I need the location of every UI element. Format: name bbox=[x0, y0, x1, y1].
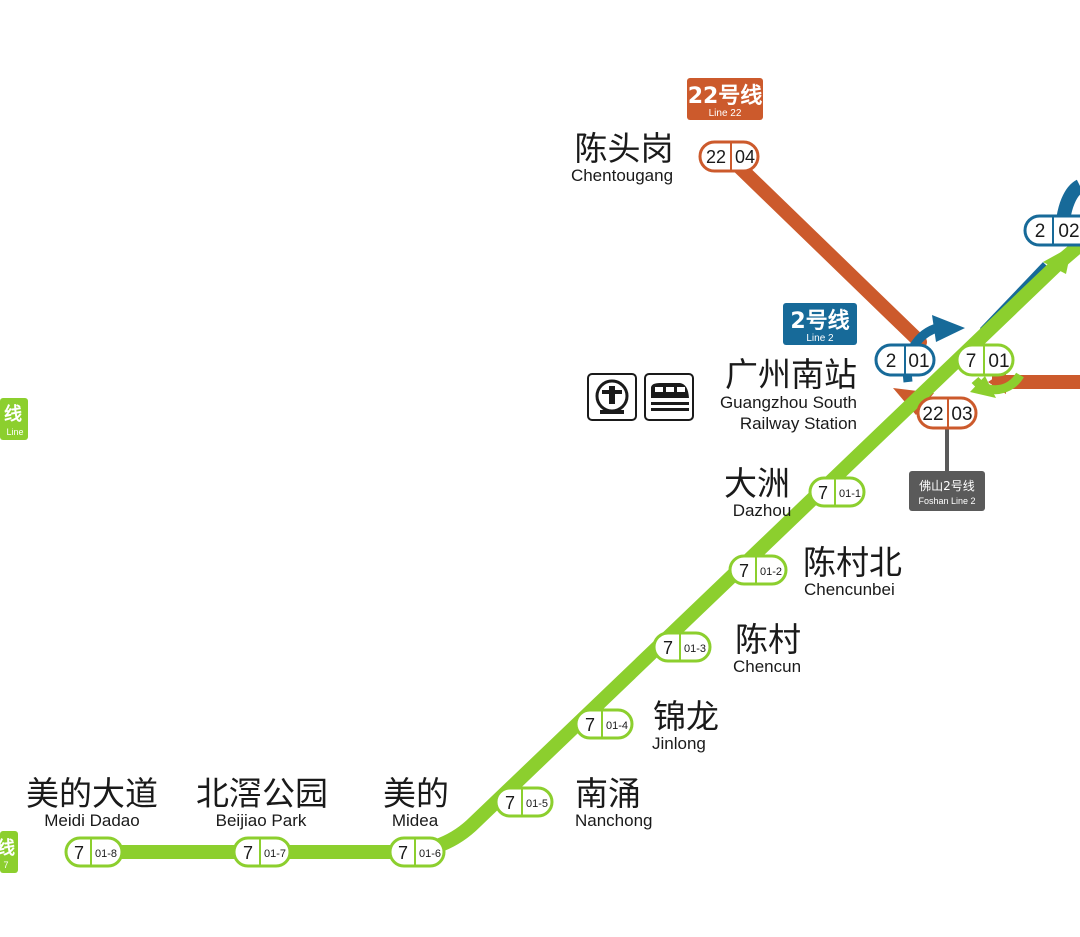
station-code-number: 02 bbox=[1058, 221, 1079, 242]
station-name-zh: 南涌 bbox=[575, 774, 641, 813]
line-7-arrow-left bbox=[970, 376, 996, 398]
station-name-en: Dazhou bbox=[733, 501, 792, 520]
station-label-dazhou[interactable]: 大洲 Dazhou bbox=[724, 464, 791, 520]
station-code-line: 7 bbox=[663, 638, 673, 658]
station-name-zh: 美的大道 bbox=[26, 774, 158, 813]
line-2-arrow bbox=[932, 315, 965, 342]
station-code-number: 01 bbox=[908, 351, 929, 372]
station-name-en: Chentougang bbox=[571, 166, 673, 185]
line-22-badge-en: Line 22 bbox=[709, 108, 742, 119]
foshan-line-2-badge-en: Foshan Line 2 bbox=[918, 496, 975, 506]
station-label-chencun[interactable]: 陈村 Chencun bbox=[733, 620, 801, 676]
station-name-zh: 陈头岗 bbox=[575, 129, 674, 168]
station-code-chentougang[interactable]: 22 04 bbox=[698, 140, 760, 173]
station-code-nanchong[interactable]: 7 01-5 bbox=[494, 786, 554, 818]
station-code-number: 04 bbox=[735, 147, 755, 167]
left-partial-badge-bottom-zh: 线 bbox=[0, 837, 15, 859]
line-2-badge[interactable]: 2号线 Line 2 bbox=[783, 303, 857, 345]
line-22-badge[interactable]: 22号线 Line 22 bbox=[687, 78, 763, 120]
station-name-zh: 美的 bbox=[383, 774, 449, 813]
station-name-en: Meidi Dadao bbox=[44, 811, 139, 830]
station-name-en: Nanchong bbox=[575, 811, 653, 830]
station-name-zh: 陈村 bbox=[735, 620, 801, 659]
station-label-jinlong[interactable]: 锦龙 Jinlong bbox=[652, 697, 719, 753]
station-code-number: 03 bbox=[951, 404, 972, 425]
station-code-chencun[interactable]: 7 01-3 bbox=[652, 631, 712, 663]
foshan-line-2-badge-zh: 佛山2号线 bbox=[919, 479, 975, 493]
station-name-en: Chencunbei bbox=[804, 580, 895, 599]
line-22-track-north bbox=[723, 151, 927, 349]
station-label-nanchong[interactable]: 南涌 Nanchong bbox=[575, 774, 653, 830]
station-code-chencunbei[interactable]: 7 01-2 bbox=[728, 554, 788, 586]
line-7 bbox=[95, 239, 1080, 859]
station-code-line: 22 bbox=[706, 147, 726, 167]
station-name-en: Jinlong bbox=[652, 734, 706, 753]
line-2-badge-en: Line 2 bbox=[806, 333, 834, 344]
railway-icon bbox=[587, 373, 637, 421]
station-label-chencunbei[interactable]: 陈村北 Chencunbei bbox=[803, 543, 902, 599]
station-name-en-2: Railway Station bbox=[740, 414, 857, 433]
station-code-line: 7 bbox=[398, 843, 408, 863]
station-code-7-01[interactable]: 7 01 bbox=[955, 343, 1015, 377]
station-code-line: 22 bbox=[922, 404, 943, 425]
station-code-meidi-dadao[interactable]: 7 01-8 bbox=[64, 836, 124, 868]
station-label-meidi-dadao[interactable]: 美的大道 Meidi Dadao bbox=[26, 774, 158, 830]
station-code-beijiao-park[interactable]: 7 01-7 bbox=[232, 836, 292, 868]
line-7-arrow-up bbox=[1043, 246, 1072, 274]
line-22-badge-zh: 22号线 bbox=[688, 83, 763, 109]
station-name-zh: 北滘公园 bbox=[196, 774, 328, 813]
station-code-line: 7 bbox=[243, 843, 253, 863]
station-label-beijiao-park[interactable]: 北滘公园 Beijiao Park bbox=[196, 774, 328, 830]
station-name-en: Midea bbox=[392, 811, 439, 830]
station-code-number: 01-6 bbox=[419, 848, 441, 860]
station-code-number: 01-5 bbox=[526, 798, 548, 810]
station-code-line: 7 bbox=[585, 715, 595, 735]
left-partial-badge-bottom[interactable]: 线 7 bbox=[0, 831, 18, 873]
station-name-zh: 广州南站 bbox=[725, 355, 857, 394]
station-code-midea[interactable]: 7 01-6 bbox=[388, 836, 446, 868]
line-2-badge-zh: 2号线 bbox=[790, 308, 849, 334]
station-code-number: 01-2 bbox=[760, 566, 782, 578]
station-name-en: Chencun bbox=[733, 657, 801, 676]
station-code-number: 01-7 bbox=[264, 848, 286, 860]
high-speed-train-icon bbox=[644, 373, 694, 421]
station-name-en: Beijiao Park bbox=[216, 811, 307, 830]
left-partial-badge-top-en: Line bbox=[6, 427, 23, 437]
station-label-guangzhou-south[interactable]: 广州南站 Guangzhou South Railway Station bbox=[720, 355, 857, 433]
station-name-en-1: Guangzhou South bbox=[720, 393, 857, 412]
station-code-line: 7 bbox=[74, 843, 84, 863]
station-name-zh: 大洲 bbox=[724, 464, 790, 503]
station-code-number: 01-3 bbox=[684, 643, 706, 655]
station-code-line: 7 bbox=[818, 483, 828, 503]
left-partial-badge-top[interactable]: 线 Line bbox=[0, 398, 28, 440]
station-code-line: 2 bbox=[886, 351, 897, 372]
station-code-line: 2 bbox=[1035, 221, 1046, 242]
station-name-zh: 锦龙 bbox=[653, 697, 719, 736]
station-label-midea[interactable]: 美的 Midea bbox=[383, 774, 449, 830]
station-code-dazhou[interactable]: 7 01-1 bbox=[808, 476, 866, 508]
station-code-number: 01-1 bbox=[839, 488, 861, 500]
station-name-zh: 陈村北 bbox=[803, 543, 902, 582]
station-label-chentougang[interactable]: 陈头岗 Chentougang bbox=[571, 129, 674, 185]
station-code-2-02[interactable]: 2 02 bbox=[1023, 214, 1080, 247]
station-code-line: 7 bbox=[739, 561, 749, 581]
left-partial-badge-top-zh: 线 bbox=[4, 403, 22, 425]
station-code-line: 7 bbox=[505, 793, 515, 813]
station-code-number: 01-4 bbox=[606, 720, 628, 732]
station-code-line: 7 bbox=[966, 351, 977, 372]
left-partial-badge-bottom-en: 7 bbox=[3, 860, 8, 870]
foshan-line-2-badge[interactable]: 佛山2号线 Foshan Line 2 bbox=[909, 471, 985, 511]
station-code-jinlong[interactable]: 7 01-4 bbox=[574, 708, 634, 740]
station-code-2-01[interactable]: 2 01 bbox=[874, 343, 936, 377]
station-code-22-03[interactable]: 22 03 bbox=[916, 396, 978, 430]
station-code-number: 01-8 bbox=[95, 848, 117, 860]
station-code-number: 01 bbox=[988, 351, 1009, 372]
